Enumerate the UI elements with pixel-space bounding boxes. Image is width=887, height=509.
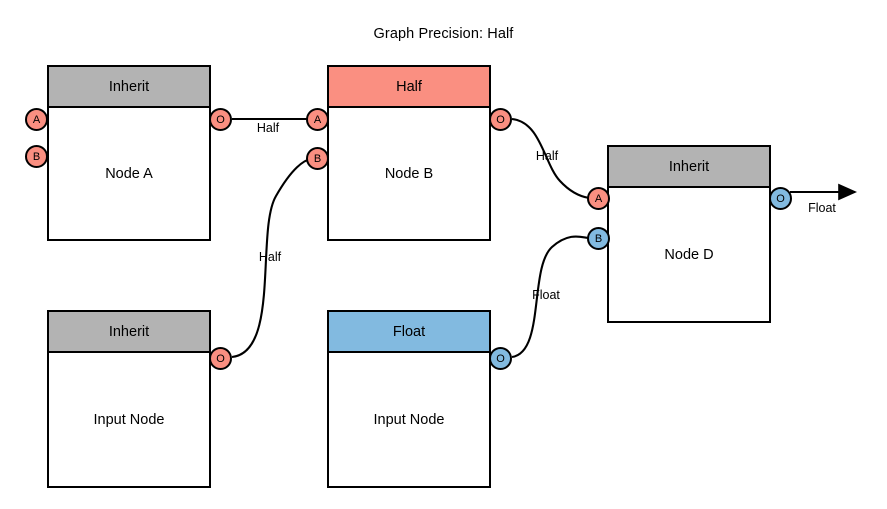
edge-edge-a-o-to-b-a: Half (232, 117, 317, 135)
edge-path (511, 235, 590, 359)
node-precision-header[interactable]: Inherit (49, 312, 209, 353)
port-node-d-a[interactable]: A (587, 187, 610, 210)
node-label: Node A (49, 108, 209, 239)
edge-edge-inputleft-o-to-b-b: Half (231, 157, 312, 359)
port-node-d-o[interactable]: O (769, 187, 792, 210)
node-precision-header[interactable]: Half (329, 67, 489, 108)
node-label: Node B (329, 108, 489, 239)
edge-path (231, 157, 312, 359)
node-label: Input Node (329, 353, 489, 486)
node-label: Node D (609, 188, 769, 321)
port-node-b-a[interactable]: A (306, 108, 329, 131)
edge-label: Half (259, 250, 282, 264)
edge-label: Float (532, 288, 560, 302)
port-node-b-b[interactable]: B (306, 147, 329, 170)
node-precision-header[interactable]: Inherit (49, 67, 209, 108)
edge-label: Half (536, 149, 559, 163)
node-precision-header[interactable]: Float (329, 312, 489, 353)
edge-path (511, 117, 590, 200)
port-node-a-a[interactable]: A (25, 108, 48, 131)
edge-edge-b-o-to-d-a: Half (511, 117, 590, 200)
port-node-d-b[interactable]: B (587, 227, 610, 250)
edge-edge-d-o-output: Float (790, 183, 858, 215)
node-precision-header[interactable]: Inherit (609, 147, 769, 188)
port-node-b-o[interactable]: O (489, 108, 512, 131)
node-label: Input Node (49, 353, 209, 486)
port-input-node-middle-o[interactable]: O (489, 347, 512, 370)
port-node-a-o[interactable]: O (209, 108, 232, 131)
edge-label: Float (808, 201, 836, 215)
edge-label: Half (257, 121, 280, 135)
page-title: Graph Precision: Half (373, 26, 514, 42)
port-input-node-left-o[interactable]: O (209, 347, 232, 370)
edge-edge-inputmid-o-to-d-b: Float (511, 235, 590, 359)
port-node-a-b[interactable]: B (25, 145, 48, 168)
